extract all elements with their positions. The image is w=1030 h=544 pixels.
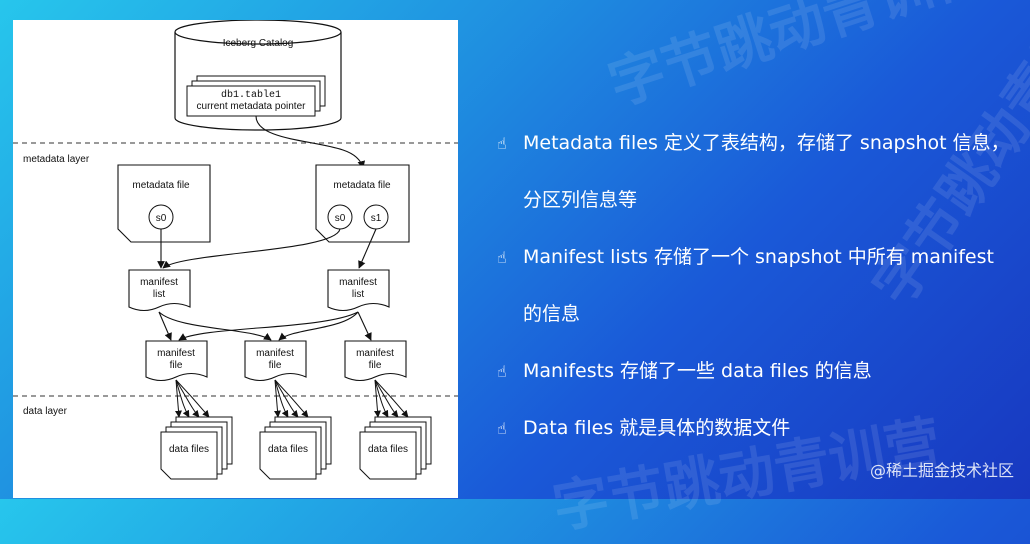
snapshot-s0-label: s0 (156, 213, 167, 224)
data-files-stack-1: data files (160, 416, 233, 480)
pointing-hand-icon: ☝ (497, 362, 507, 381)
manifest-file-2: manifest file (244, 340, 307, 382)
data-files-label: data files (268, 444, 308, 455)
bullet-text: Metadata files 定义了表结构，存储了 snapshot 信息， (523, 132, 1010, 154)
bullet-text: Manifests 存储了一些 data files 的信息 (523, 360, 872, 382)
credit-watermark: @稀土掘金技术社区 (869, 461, 1014, 480)
catalog-title: Iceberg Catalog (223, 38, 294, 49)
manifest-list-label: list (352, 289, 364, 300)
watermark: 字节跳动青训营 (601, 0, 994, 119)
manifest-file-label: manifest (256, 348, 294, 359)
manifest-list-label: manifest (140, 277, 178, 288)
bullet-item: ☝ Metadata files 定义了表结构，存储了 snapshot 信息，… (497, 115, 1017, 229)
metadata-file-label: metadata file (132, 180, 190, 191)
diagram-svg: Iceberg Catalog db1.table1 current metad… (13, 20, 458, 480)
metadata-file-label: metadata file (333, 180, 391, 191)
bullet-item: ☝ Data files 就是具体的数据文件 (497, 400, 1017, 457)
bullet-list: ☝ Metadata files 定义了表结构，存储了 snapshot 信息，… (497, 115, 1017, 457)
manifest-file-3: manifest file (344, 340, 407, 382)
metadata-file-right: metadata file s0 s1 (315, 164, 410, 243)
pointing-hand-icon: ☝ (497, 134, 507, 153)
iceberg-architecture-diagram: Iceberg Catalog db1.table1 current metad… (13, 20, 458, 498)
bullet-text: 分区列信息等 (523, 189, 638, 211)
bullet-text: Manifest lists 存储了一个 snapshot 中所有 manife… (523, 246, 994, 268)
pointing-hand-icon: ☝ (497, 419, 507, 438)
manifest-list-right: manifest list (327, 269, 390, 312)
manifest-list-label: list (153, 289, 165, 300)
manifest-file-label: file (170, 360, 183, 371)
bullet-item: ☝ Manifest lists 存储了一个 snapshot 中所有 mani… (497, 229, 1017, 343)
manifest-file-label: file (369, 360, 382, 371)
data-files-stack-3: data files (359, 416, 432, 480)
bullet-text: Data files 就是具体的数据文件 (523, 417, 791, 439)
data-files-label: data files (169, 444, 209, 455)
manifest-file-label: manifest (157, 348, 195, 359)
pointer-label: current metadata pointer (197, 101, 307, 112)
manifest-list-label: manifest (339, 277, 377, 288)
snapshot-s0-label: s0 (335, 213, 346, 224)
table-name: db1.table1 (221, 89, 281, 101)
data-files-stack-2: data files (259, 416, 332, 480)
s1-arrow (358, 228, 377, 269)
manifest-arrows (158, 311, 372, 341)
metadata-file-left: metadata file s0 (117, 164, 211, 243)
pointer-arrow (255, 115, 366, 169)
manifest-file-1: manifest file (145, 340, 208, 382)
data-files-label: data files (368, 444, 408, 455)
snapshot-s1-label: s1 (371, 213, 382, 224)
manifest-list-left: manifest list (128, 269, 191, 312)
data-file-arrows (175, 379, 409, 418)
pointing-hand-icon: ☝ (497, 248, 507, 267)
data-layer-label: data layer (23, 406, 68, 417)
manifest-file-label: file (269, 360, 282, 371)
s0-arrow (162, 228, 341, 269)
metadata-layer-label: metadata layer (23, 154, 90, 165)
bullet-item: ☝ Manifests 存储了一些 data files 的信息 (497, 343, 1017, 400)
manifest-file-label: manifest (356, 348, 394, 359)
metadata-pointer-box: db1.table1 current metadata pointer (186, 75, 326, 117)
bullet-text: 的信息 (523, 303, 581, 325)
